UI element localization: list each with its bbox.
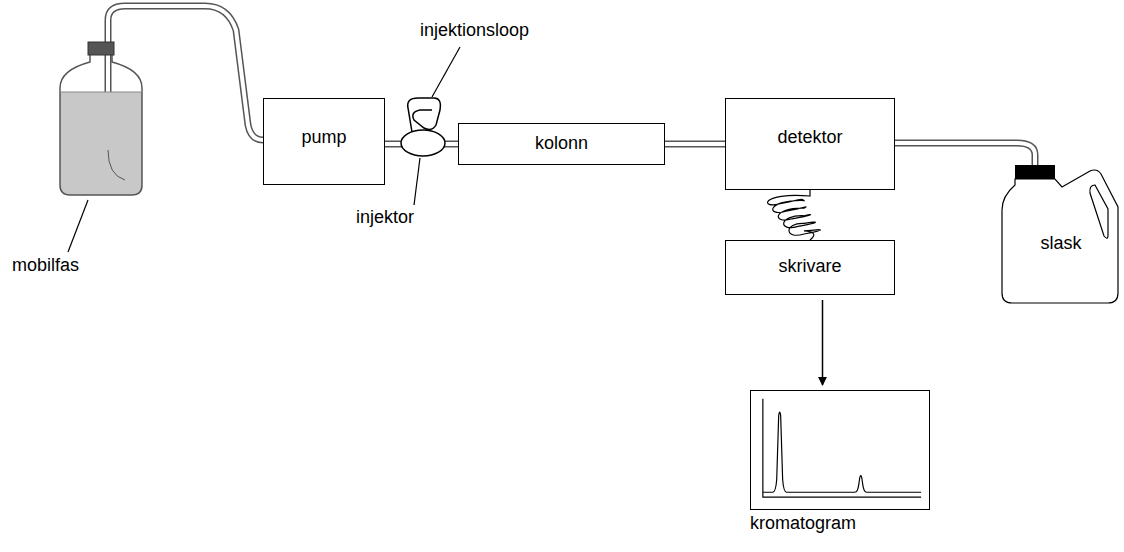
signal-cable: [768, 190, 821, 240]
injector-valve: [401, 130, 445, 156]
chromatogram-panel: kromatogram: [750, 390, 930, 510]
process-box: detektor: [725, 98, 895, 190]
process-box: skrivare: [725, 240, 895, 295]
process-box: kolonn: [458, 123, 665, 165]
node-label: skrivare: [726, 256, 894, 277]
tube-connector: [665, 144, 725, 145]
arrow-connector: [822, 300, 823, 385]
node-label: slask: [1000, 233, 1122, 254]
part-label: injektor: [356, 207, 414, 228]
node-label: detektor: [726, 127, 894, 148]
process-box: pump: [263, 98, 385, 185]
mobile-phase-bottle: [60, 42, 142, 195]
injection-loop: [408, 98, 441, 132]
tube-connector: [895, 143, 1035, 165]
node-label: kolonn: [459, 133, 664, 154]
panel-caption: kromatogram: [750, 513, 856, 534]
waste-container: slask: [1000, 165, 1122, 305]
chromatogram-trace: [751, 391, 929, 509]
part-label: mobilfas: [12, 255, 79, 276]
leader-lines: [68, 47, 460, 252]
part-label: injektionsloop: [420, 20, 529, 41]
node-label: pump: [264, 127, 384, 148]
